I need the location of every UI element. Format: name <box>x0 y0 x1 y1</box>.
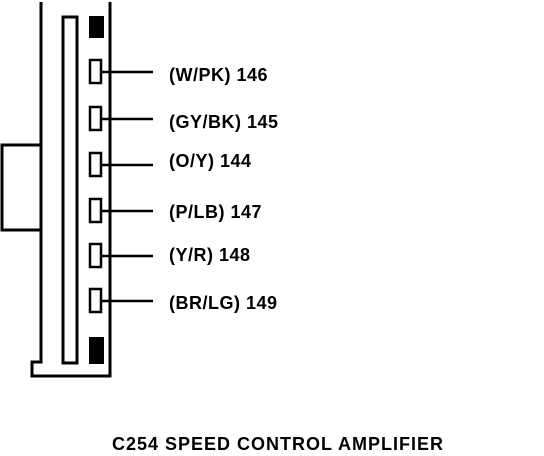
pin-label-146: (W/PK) 146 <box>169 65 269 85</box>
pin-terminal <box>88 197 103 224</box>
connector-latch-tab <box>0 143 41 232</box>
pin-label-148: (Y/R) 148 <box>169 245 251 265</box>
connector-housing <box>30 2 112 378</box>
pin-label-145: (GY/BK) 145 <box>169 112 279 132</box>
pin-terminal <box>88 242 103 269</box>
pin-label-144: (O/Y) 144 <box>169 151 252 171</box>
pin-terminal <box>88 105 103 132</box>
polarizing-key-top <box>89 16 104 38</box>
pin-terminal <box>88 58 103 85</box>
connector-caption: C254 SPEED CONTROL AMPLIFIER <box>112 434 445 454</box>
pin-label-149: (BR/LG) 149 <box>169 293 278 313</box>
connector-slot <box>61 15 79 365</box>
pin-terminal <box>88 151 103 178</box>
pin-terminal <box>88 287 103 314</box>
pin-label-147: (P/LB) 147 <box>169 202 263 222</box>
polarizing-key-bottom <box>89 337 104 364</box>
